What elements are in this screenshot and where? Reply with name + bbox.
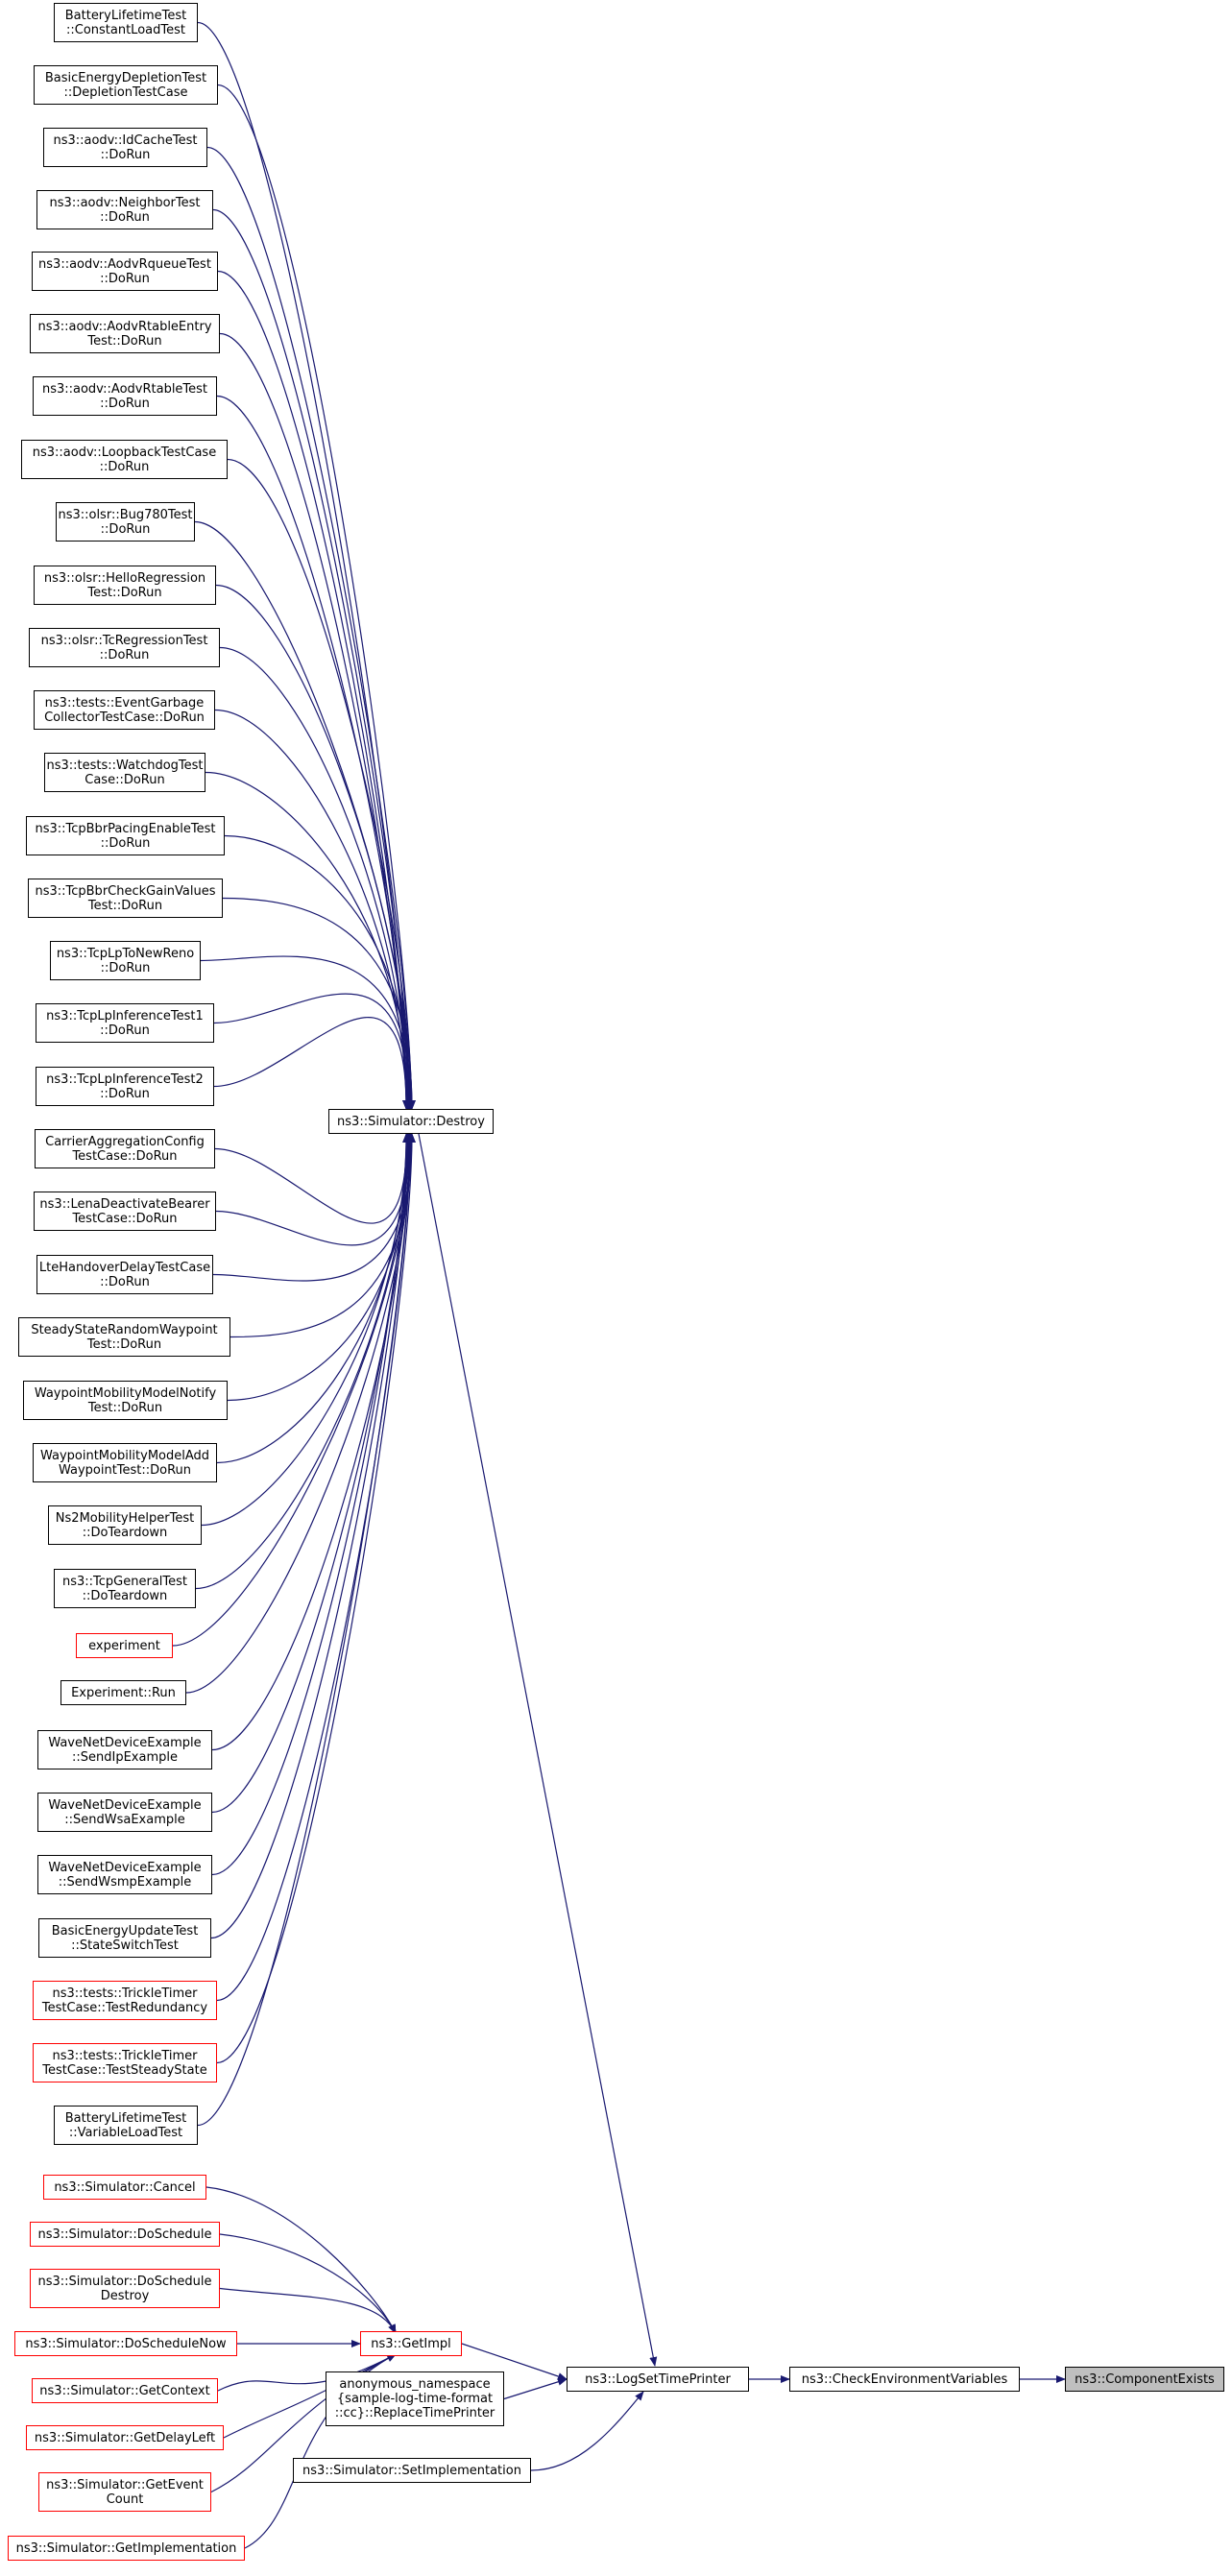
node-basicenergyupdatetest-stateswitchtest[interactable]: BasicEnergyUpdateTest ::StateSwitchTest: [38, 1918, 211, 1958]
edge-n15-to-destroy: [200, 955, 415, 1110]
call-edges: [172, 21, 1066, 2549]
edge-n4-to-destroy: [217, 270, 411, 1110]
node-ns3-olsr-tcregressiontest-dorun[interactable]: ns3::olsr::TcRegressionTest ::DoRun: [29, 628, 220, 667]
edge-n9-to-destroy: [215, 584, 415, 1110]
edge-n8-to-destroy: [194, 520, 416, 1110]
node-anonymous-namespace-sample-log-time-format-cc-replacetimeprinter[interactable]: anonymous_namespace {sample-log-time-for…: [326, 2371, 504, 2426]
edge-n14-to-destroy: [222, 897, 416, 1110]
edge-n19-to-destroy: [215, 1133, 414, 1246]
node-ns3-aodv-idcachetest-dorun[interactable]: ns3::aodv::IdCacheTest ::DoRun: [43, 128, 207, 167]
edge-n20-to-destroy: [212, 1133, 416, 1282]
node-ns3-olsr-helloregression-test-dorun[interactable]: ns3::olsr::HelloRegression Test::DoRun: [34, 566, 216, 605]
node-batterylifetimetest-variableloadtest[interactable]: BatteryLifetimeTest ::VariableLoadTest: [54, 2106, 198, 2145]
node-ns3-tests-trickletimer-testcase-testredundancy[interactable]: ns3::tests::TrickleTimer TestCase::TestR…: [33, 1981, 217, 2020]
node-ns3-tcpgeneraltest-doteardown[interactable]: ns3::TcpGeneralTest ::DoTeardown: [54, 1569, 196, 1608]
node-waypointmobilitymodelnotify-test-dorun[interactable]: WaypointMobilityModelNotify Test::DoRun: [23, 1381, 228, 1420]
edge-n10-to-destroy: [219, 646, 412, 1110]
node-ns3-olsr-bug780test-dorun[interactable]: ns3::olsr::Bug780Test ::DoRun: [56, 502, 195, 542]
edge-destroy-to-logset: [418, 1133, 658, 2367]
node-ns3-simulator-destroy[interactable]: ns3::Simulator::Destroy: [328, 1109, 494, 1134]
edge-n24-to-destroy: [201, 1133, 411, 1527]
node-waypointmobilitymodeladd-waypointtest-dorun[interactable]: WaypointMobilityModelAdd WaypointTest::D…: [33, 1443, 217, 1482]
node-ns3-checkenvironmentvariables[interactable]: ns3::CheckEnvironmentVariables: [789, 2367, 1020, 2392]
node-steadystaterandomwaypoint-test-dorun[interactable]: SteadyStateRandomWaypoint Test::DoRun: [18, 1317, 230, 1357]
node-ns3-tests-watchdogtest-case-dorun[interactable]: ns3::tests::WatchdogTest Case::DoRun: [44, 753, 205, 792]
edge-setimpl-to-logset: [530, 2391, 644, 2471]
node-ns3-simulator-doschedule-destroy[interactable]: ns3::Simulator::DoSchedule Destroy: [30, 2269, 220, 2308]
node-ns3-logsettimeprinter[interactable]: ns3::LogSetTimePrinter: [567, 2367, 749, 2392]
node-wavenetdeviceexample-sendwsmpexample[interactable]: WaveNetDeviceExample ::SendWsmpExample: [37, 1855, 212, 1894]
node-ns3-simulator-getimplementation[interactable]: ns3::Simulator::GetImplementation: [8, 2536, 245, 2561]
node-ns3-aodv-aodvrqueuetest-dorun[interactable]: ns3::aodv::AodvRqueueTest ::DoRun: [32, 252, 218, 291]
node-ns3-aodv-neighbortest-dorun[interactable]: ns3::aodv::NeighborTest ::DoRun: [36, 190, 213, 229]
node-ns3-simulator-doschedule[interactable]: ns3::Simulator::DoSchedule: [30, 2222, 220, 2247]
edge-n33-to-destroy: [216, 1133, 416, 2064]
node-ltehandoverdelaytestcase-dorun[interactable]: LteHandoverDelayTestCase ::DoRun: [36, 1255, 213, 1294]
node-wavenetdeviceexample-sendwsaexample[interactable]: WaveNetDeviceExample ::SendWsaExample: [37, 1793, 212, 1832]
edge-g2-to-getimpl: [219, 2287, 397, 2334]
node-ns3-simulator-getdelayleft[interactable]: ns3::Simulator::GetDelayLeft: [26, 2425, 224, 2450]
node-ns3-tcplptonewreno-dorun[interactable]: ns3::TcpLpToNewReno ::DoRun: [50, 941, 201, 980]
node-ns3-tests-trickletimer-testcase-teststeadystate[interactable]: ns3::tests::TrickleTimer TestCase::TestS…: [33, 2043, 217, 2082]
edge-g1-to-getimpl: [219, 2233, 397, 2334]
node-batterylifetimetest-constantloadtest[interactable]: BatteryLifetimeTest ::ConstantLoadTest: [54, 3, 198, 42]
edge-replace-to-logset: [503, 2377, 568, 2400]
node-basicenergydepletiontest-depletiontestcase[interactable]: BasicEnergyDepletionTest ::DepletionTest…: [34, 65, 218, 105]
node-ns3-tcpbbrcheckgainvalues-test-dorun[interactable]: ns3::TcpBbrCheckGainValues Test::DoRun: [28, 879, 223, 918]
edge-n34-to-destroy: [197, 1133, 415, 2127]
edge-n16-to-destroy: [213, 993, 413, 1110]
edge-n13-to-destroy: [224, 834, 415, 1110]
node-ns3-simulator-cancel[interactable]: ns3::Simulator::Cancel: [43, 2175, 206, 2200]
node-ns3-getimpl[interactable]: ns3::GetImpl: [360, 2331, 462, 2356]
node-ns3-tcpbbrpacingenabletest-dorun[interactable]: ns3::TcpBbrPacingEnableTest ::DoRun: [26, 816, 225, 855]
edge-getimpl-to-logset: [461, 2343, 568, 2380]
edge-n3-to-destroy: [212, 208, 414, 1110]
edge-n2-to-destroy: [206, 146, 416, 1110]
edge-n5-to-destroy: [219, 332, 411, 1110]
edge-n7-to-destroy: [227, 458, 415, 1110]
node-experiment-run[interactable]: Experiment::Run: [60, 1680, 186, 1705]
node-carrieraggregationconfig-testcase-dorun[interactable]: CarrierAggregationConfig TestCase::DoRun: [35, 1129, 215, 1168]
node-ns3-simulator-setimplementation[interactable]: ns3::Simulator::SetImplementation: [293, 2458, 531, 2483]
edge-n21-to-destroy: [229, 1133, 416, 1338]
edge-n18-to-destroy: [214, 1133, 411, 1224]
node-experiment[interactable]: experiment: [76, 1633, 173, 1658]
node-ns3-simulator-getcontext[interactable]: ns3::Simulator::GetContext: [32, 2378, 218, 2403]
node-ns3-componentexists: ns3::ComponentExists: [1065, 2367, 1224, 2392]
node-ns3-tcplpinferencetest1-dorun[interactable]: ns3::TcpLpInferenceTest1 ::DoRun: [36, 1003, 214, 1043]
edge-n25-to-destroy: [195, 1133, 413, 1590]
edge-n31-to-destroy: [210, 1133, 412, 1939]
node-ns3-aodv-aodvrtableentry-test-dorun[interactable]: ns3::aodv::AodvRtableEntry Test::DoRun: [30, 314, 220, 353]
edge-n28-to-destroy: [211, 1133, 414, 1751]
node-ns3-aodv-loopbacktestcase-dorun[interactable]: ns3::aodv::LoopbackTestCase ::DoRun: [21, 440, 228, 479]
edge-n6-to-destroy: [216, 395, 413, 1110]
node-ns3-simulator-doschedulenow[interactable]: ns3::Simulator::DoScheduleNow: [14, 2331, 237, 2356]
edge-n0-to-destroy: [197, 21, 413, 1110]
edge-g4-to-getimpl: [217, 2353, 397, 2392]
edge-n32-to-destroy: [216, 1133, 415, 2002]
node-ns3-lenadeactivatebearer-testcase-dorun[interactable]: ns3::LenaDeactivateBearer TestCase::DoRu…: [34, 1192, 216, 1231]
edge-n30-to-destroy: [211, 1133, 411, 1876]
node-ns2mobilityhelpertest-doteardown[interactable]: Ns2MobilityHelperTest ::DoTeardown: [48, 1505, 202, 1545]
node-ns3-tests-eventgarbage-collectortestcase-dorun[interactable]: ns3::tests::EventGarbage CollectorTestCa…: [34, 690, 215, 730]
node-wavenetdeviceexample-sendipexample[interactable]: WaveNetDeviceExample ::SendIpExample: [37, 1730, 212, 1769]
node-ns3-aodv-aodvrtabletest-dorun[interactable]: ns3::aodv::AodvRtableTest ::DoRun: [33, 376, 217, 416]
edge-n17-to-destroy: [213, 1017, 411, 1110]
edge-n1-to-destroy: [217, 84, 416, 1110]
node-ns3-simulator-getevent-count[interactable]: ns3::Simulator::GetEvent Count: [38, 2472, 211, 2512]
node-ns3-tcplpinferencetest2-dorun[interactable]: ns3::TcpLpInferenceTest2 ::DoRun: [36, 1067, 214, 1106]
edge-g0-to-getimpl: [205, 2186, 397, 2334]
